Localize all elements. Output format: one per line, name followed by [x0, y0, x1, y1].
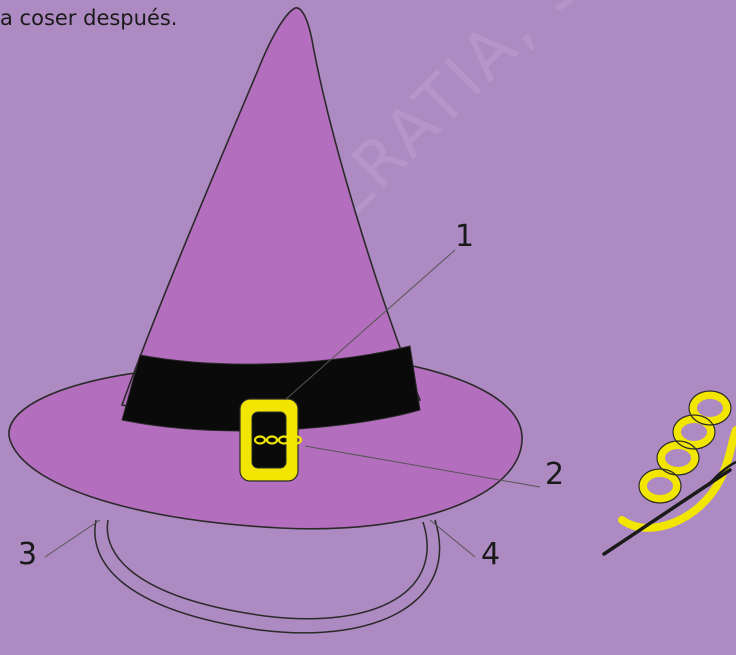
callout-3: 3: [18, 540, 37, 570]
buckle-icon: [240, 399, 301, 481]
callout-4: 4: [481, 540, 500, 570]
callout-2: 2: [545, 460, 564, 490]
instruction-caption: a coser después.: [0, 6, 177, 30]
elastic-strap: [95, 520, 440, 633]
callout-1: 1: [455, 222, 474, 252]
chain-stitch-icon: [604, 391, 736, 554]
